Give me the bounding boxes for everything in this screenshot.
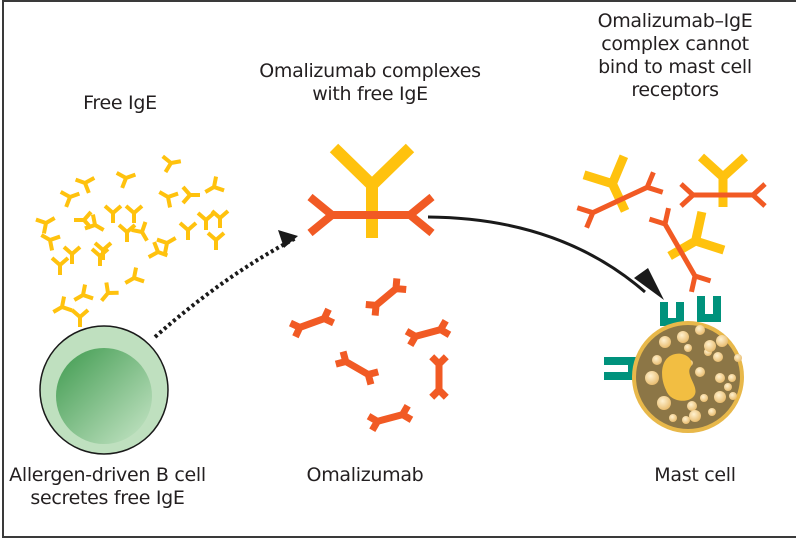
omalizumab-molecule <box>334 350 380 386</box>
granule <box>714 391 726 403</box>
omalizumab-molecule <box>429 354 449 400</box>
granule <box>708 408 716 416</box>
free-ige-antibody <box>62 245 82 264</box>
free-ige-antibody <box>115 171 137 189</box>
free-ige-antibody <box>158 190 179 208</box>
blocked-complex-1 <box>576 154 664 229</box>
label-omalizumab: Omalizumab <box>306 464 424 486</box>
free-ige-antibody <box>161 154 182 174</box>
granule <box>689 410 701 422</box>
free-ige-antibody <box>103 204 123 223</box>
label-cannot-bind: Omalizumab–IgE complex cannot bind to ma… <box>597 10 753 101</box>
free-ige-antibody <box>59 190 81 208</box>
free-ige-antibody <box>74 176 96 194</box>
free-ige-antibody <box>147 241 169 259</box>
free-ige-antibody <box>70 308 90 327</box>
free-ige-antibody <box>117 223 137 242</box>
free-ige-antibody <box>90 247 110 266</box>
free-ige-antibody <box>124 267 145 285</box>
granule <box>734 354 742 362</box>
free-ige-antibody <box>84 214 105 232</box>
granule <box>700 394 708 402</box>
free-ige-antibody <box>50 256 70 275</box>
secretion-arrow-head <box>278 230 298 248</box>
granule <box>669 414 677 422</box>
granule <box>687 401 697 411</box>
blocked-complex-2 <box>679 153 767 208</box>
b-cell <box>39 325 169 455</box>
label-b-cell: Allergen-driven B cell secretes free IgE <box>9 464 206 509</box>
granule <box>716 335 728 347</box>
free-ige-antibody <box>52 296 73 314</box>
granule <box>677 331 689 343</box>
label-mast-cell: Mast cell <box>654 464 736 486</box>
free-ige-antibody <box>73 284 94 302</box>
mast-cell-receptors <box>604 296 721 380</box>
free-omalizumab-cluster <box>288 278 452 433</box>
free-ige-antibody <box>40 233 61 251</box>
label-complexes: Omalizumab complexes with free IgE <box>259 60 481 105</box>
granule <box>657 396 671 410</box>
granule <box>684 344 692 352</box>
free-ige-antibody <box>156 236 177 254</box>
mast-cell <box>604 296 744 433</box>
receptor-2 <box>697 296 721 322</box>
granule <box>713 352 723 362</box>
mast-cell-nucleus <box>662 353 696 401</box>
omalizumab-molecule <box>365 278 407 316</box>
granule <box>715 373 725 383</box>
omalizumab-molecule <box>366 403 414 433</box>
omalizumab-molecule <box>404 318 452 348</box>
granule <box>682 416 690 424</box>
b-cell-nucleus <box>56 348 152 444</box>
label-free-ige: Free IgE <box>83 92 157 114</box>
granule <box>695 367 705 377</box>
granule <box>695 325 705 335</box>
free-ige-antibody <box>204 176 225 194</box>
blocked-complexes <box>576 153 767 293</box>
free-ige-antibody <box>181 185 200 205</box>
blocked-complex-3 <box>648 207 726 293</box>
free-ige-antibody <box>196 211 216 230</box>
granule <box>728 374 736 382</box>
granule <box>659 336 671 348</box>
free-ige-antibody <box>124 204 144 223</box>
binding-arrow-path <box>427 215 646 294</box>
omalizumab-ige-complex <box>307 143 435 238</box>
central-complex-shape <box>307 143 435 238</box>
granule <box>729 392 737 400</box>
granule <box>645 371 659 385</box>
free-ige-antibody <box>210 209 230 228</box>
free-ige-antibody <box>131 221 149 242</box>
granule <box>652 355 662 365</box>
receptor-1 <box>660 302 684 326</box>
free-ige-antibody <box>100 282 119 302</box>
free-ige-antibody <box>178 221 198 240</box>
granule <box>724 383 732 391</box>
free-ige-cluster <box>35 154 230 327</box>
free-ige-antibody <box>206 231 226 250</box>
free-ige-antibody <box>35 216 56 234</box>
granule <box>704 340 716 352</box>
omalizumab-molecule <box>288 307 336 339</box>
receptor-3 <box>604 357 636 380</box>
mast-cell-granules <box>645 325 742 424</box>
secretion-arrow-path <box>153 236 297 339</box>
binding-arrow-head <box>634 268 664 300</box>
